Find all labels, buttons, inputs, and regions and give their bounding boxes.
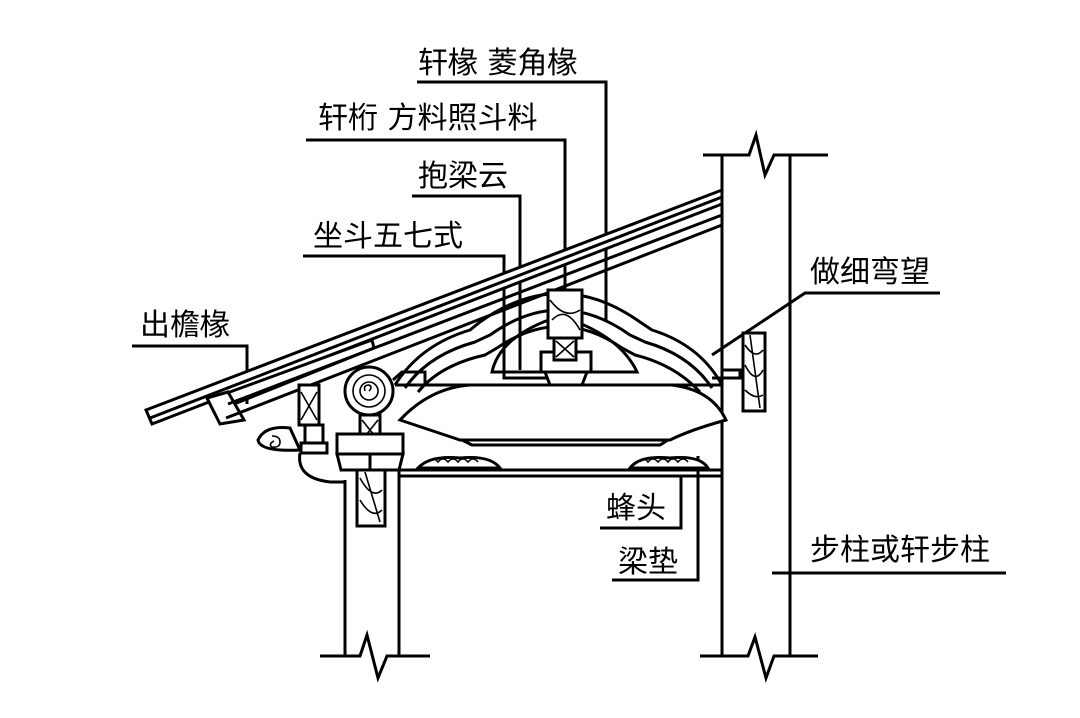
label-zuo-dou: 坐斗五七式 (313, 219, 463, 254)
left-bracket-assembly (256, 365, 722, 528)
leader-liang-dian (612, 456, 700, 582)
label-chu-yan-chuan: 出檐椽 (140, 308, 230, 343)
right-wall-block (712, 331, 767, 413)
leader-xuan-heng (306, 138, 567, 290)
leader-feng-tou (600, 476, 683, 530)
left-column (320, 470, 430, 683)
label-xuan-chuan: 轩椽 菱角椽 (418, 46, 578, 81)
break-mark-bottom (700, 632, 818, 683)
carved-corbels (414, 456, 711, 470)
break-mark-top (703, 129, 828, 180)
label-feng-tou: 蜂头 (606, 491, 666, 526)
label-zuo-xi-wan-wang: 做细弯望 (810, 255, 930, 290)
label-xuan-heng: 轩桁 方料照斗料 (318, 101, 538, 136)
label-bu-zhu: 步柱或轩步柱 (810, 533, 990, 568)
leader-bao-liang-yun (412, 194, 522, 370)
leader-zuo-dou (303, 254, 555, 380)
break-mark-left (320, 629, 430, 683)
label-bao-liang-yun: 抱梁云 (418, 159, 508, 194)
crescent-beam (397, 383, 729, 447)
right-column (700, 129, 828, 683)
label-liang-dian: 梁垫 (618, 545, 678, 580)
centre-bracket (539, 288, 593, 387)
